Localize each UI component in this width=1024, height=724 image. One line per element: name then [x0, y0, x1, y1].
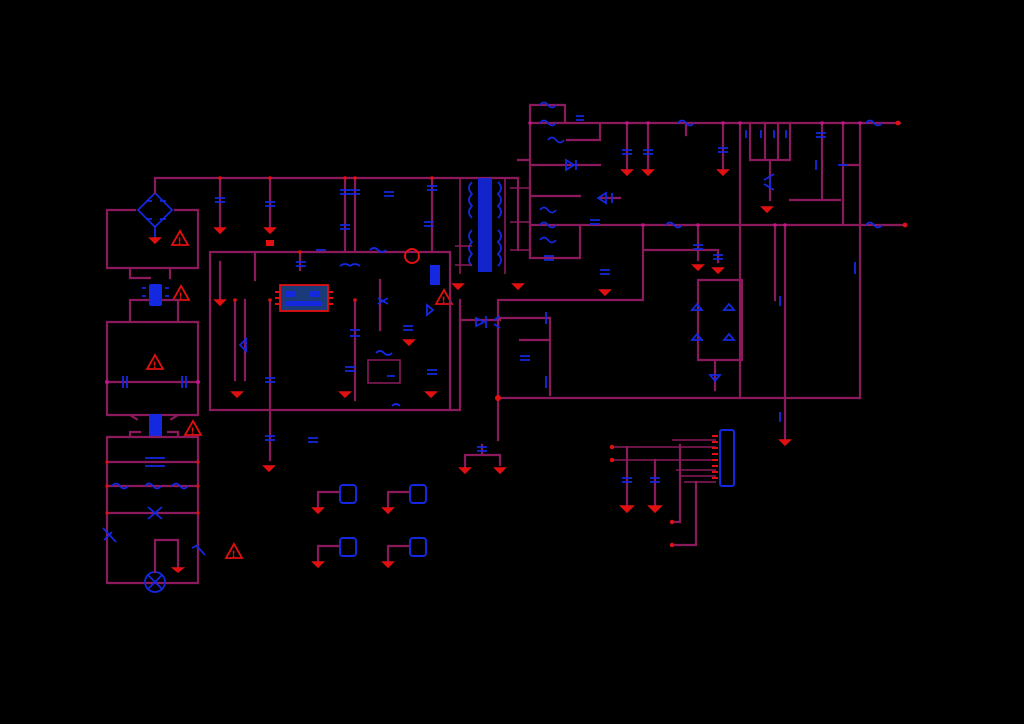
svg-text:!: ! — [179, 292, 183, 302]
warning-triangle-icon: ! — [145, 353, 165, 371]
secondary-output-section — [458, 101, 908, 475]
optocoupler-icon — [475, 315, 501, 329]
svg-text:!: ! — [153, 361, 157, 371]
warning-triangle-icon: ! — [171, 284, 191, 302]
svg-text:!: ! — [191, 427, 195, 437]
common-mode-choke-icon — [142, 284, 169, 306]
primary-controller-section — [208, 176, 525, 473]
heatsink-parts — [311, 484, 427, 569]
svg-text:!: ! — [232, 550, 236, 560]
svg-text:!: ! — [442, 296, 446, 306]
warning-triangle-icon: ! — [170, 229, 190, 247]
connector-icon — [609, 429, 735, 548]
input-filter-section: ! ! ! ! ! ! — [102, 176, 454, 593]
controller-ic — [275, 284, 333, 312]
transformer-icon — [455, 178, 530, 274]
warning-triangle-icon: ! — [183, 419, 203, 437]
warning-triangle-icon: ! — [434, 288, 454, 306]
common-mode-choke-icon — [149, 414, 162, 438]
svg-text:!: ! — [178, 237, 182, 247]
warning-triangle-icon: ! — [224, 542, 244, 560]
